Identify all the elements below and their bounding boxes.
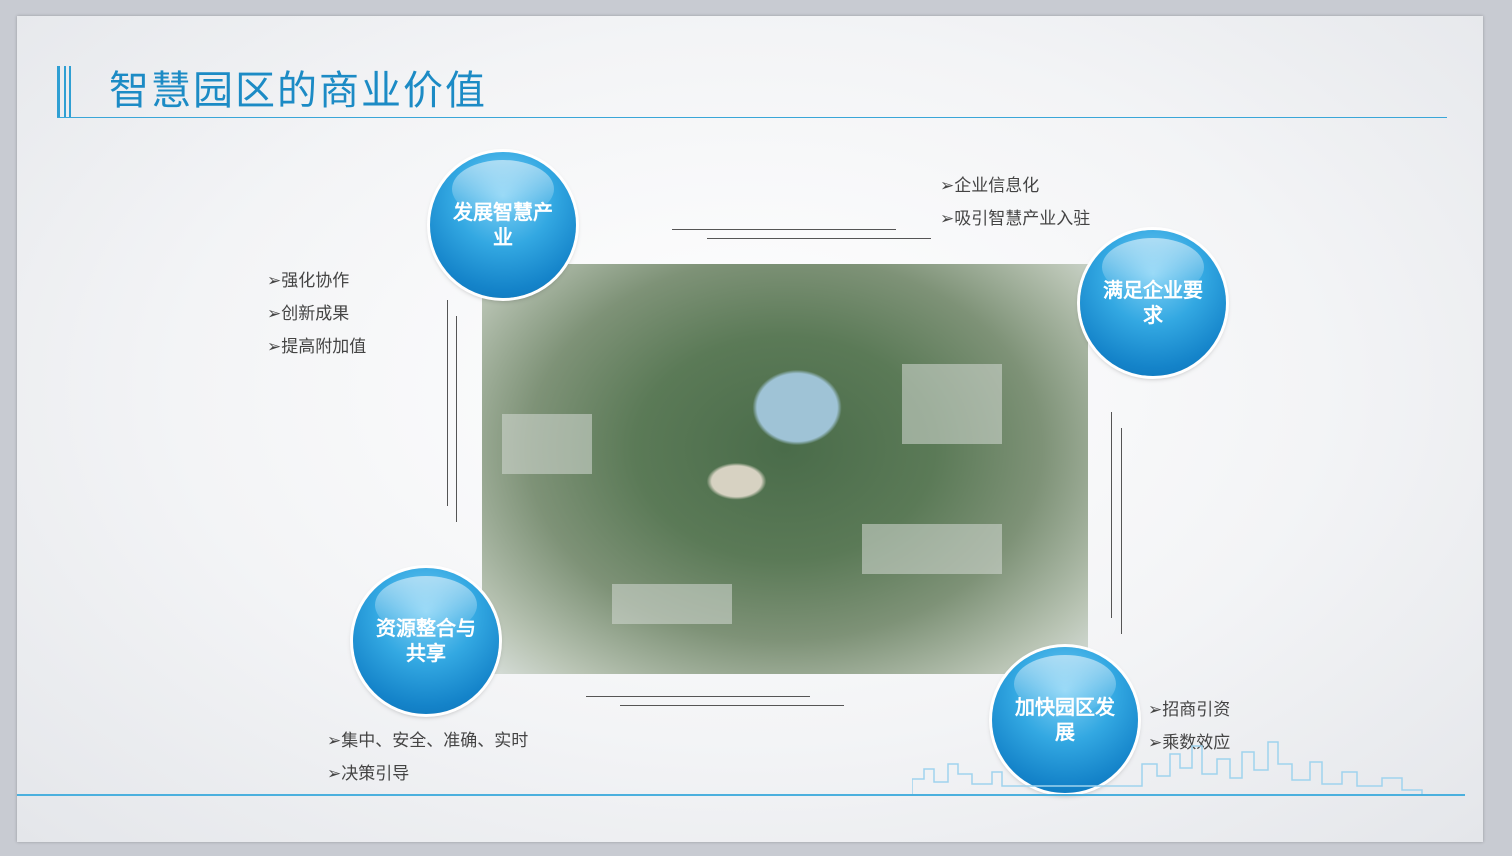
connector-line xyxy=(1121,428,1122,634)
list-item: ➢提高附加值 xyxy=(267,337,367,357)
list-top-right: ➢企业信息化 ➢吸引智慧产业入驻 xyxy=(940,170,1090,236)
connector-line xyxy=(620,705,844,706)
city-skyline-decoration xyxy=(912,741,1423,794)
list-left: ➢强化协作 ➢创新成果 ➢提高附加值 xyxy=(267,265,366,364)
circle-accelerate-park: 加快园区发展 xyxy=(992,647,1138,793)
list-item: ➢集中、安全、准确、实时 xyxy=(327,731,529,751)
list-bottom-left: ➢集中、安全、准确、实时 ➢决策引导 xyxy=(327,725,528,791)
list-item: ➢强化协作 xyxy=(267,271,350,291)
bottom-divider xyxy=(17,794,1465,796)
title-underline xyxy=(57,117,1447,118)
title-accent-bars xyxy=(57,66,79,118)
circle-resource-sharing: 资源整合与共享 xyxy=(353,568,499,714)
connector-line xyxy=(456,316,457,522)
list-item: ➢吸引智慧产业入驻 xyxy=(940,209,1091,229)
connector-line xyxy=(586,696,810,697)
connector-line xyxy=(672,229,896,230)
connector-line xyxy=(447,300,448,506)
connector-line xyxy=(707,238,931,239)
circle-meet-enterprise-needs: 满足企业要求 xyxy=(1080,230,1226,376)
list-item: ➢乘数效应 xyxy=(1148,733,1231,753)
list-bottom-right: ➢招商引资 ➢乘数效应 xyxy=(1148,694,1230,760)
list-item: ➢企业信息化 xyxy=(940,176,1040,196)
list-item: ➢决策引导 xyxy=(327,764,410,784)
slide-title: 智慧园区的商业价值 xyxy=(109,68,487,114)
connector-line xyxy=(1111,412,1112,618)
list-item: ➢创新成果 xyxy=(267,304,350,324)
park-aerial-image xyxy=(482,264,1088,674)
slide: 智慧园区的商业价值 发展智慧产业 满足企业要求 资源整合与共享 加快园区发展 ➢… xyxy=(17,16,1483,842)
circle-develop-smart-industry: 发展智慧产业 xyxy=(430,152,576,298)
list-item: ➢招商引资 xyxy=(1148,700,1231,720)
